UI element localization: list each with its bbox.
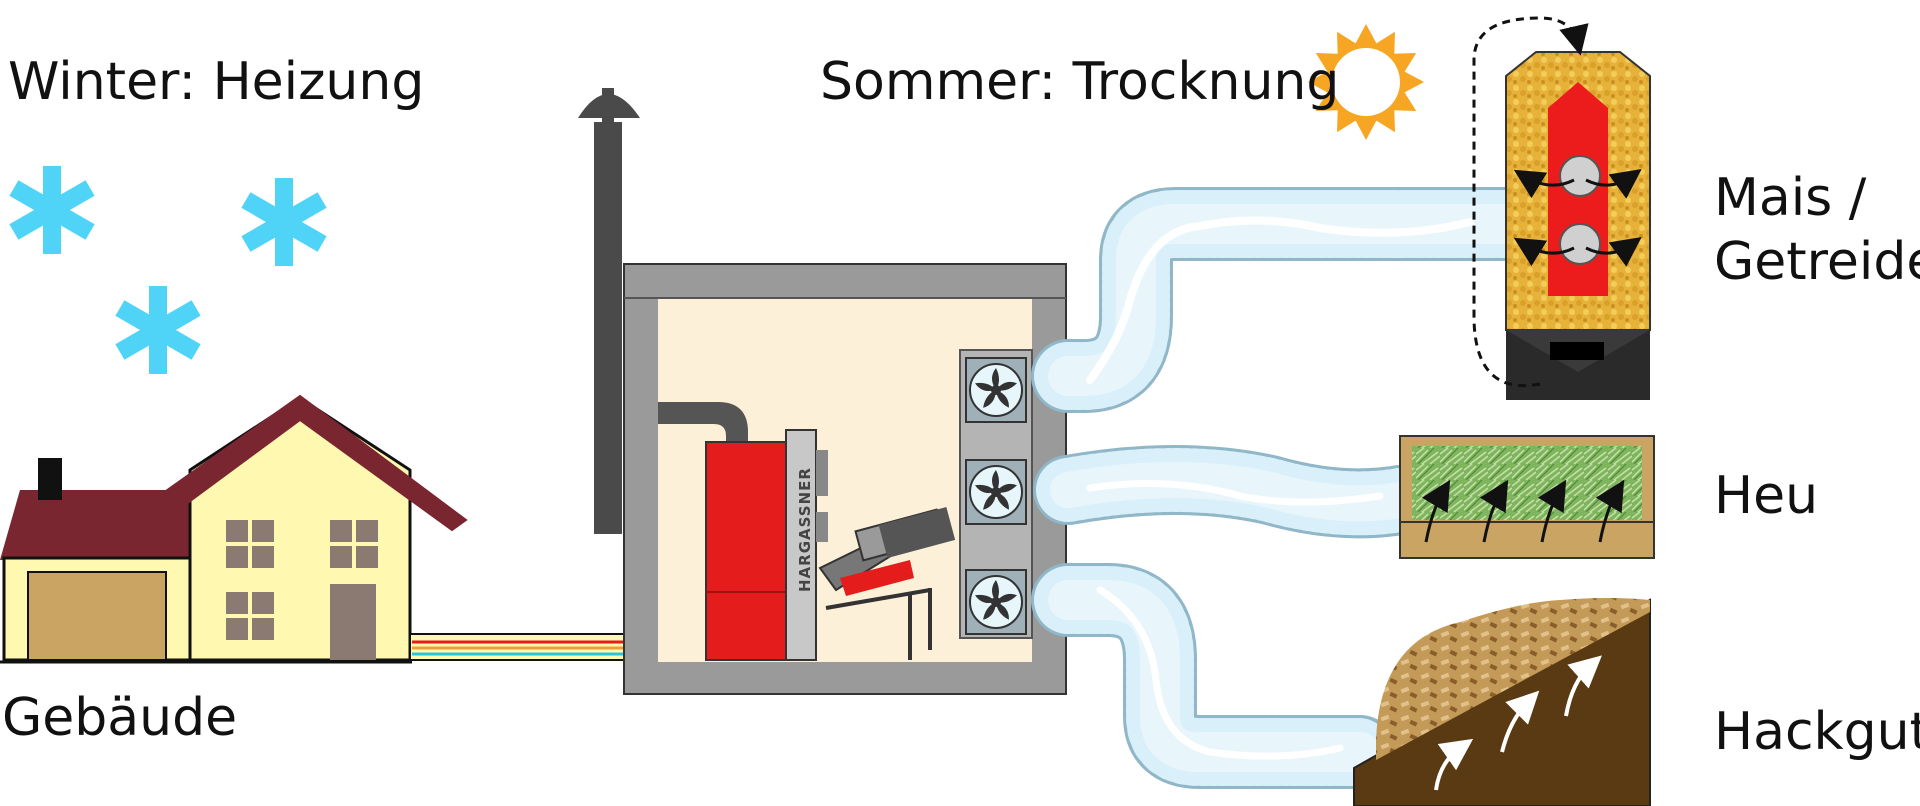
heu-label: Heu: [1714, 466, 1819, 526]
winter-heating-label: Winter: Heizung: [8, 52, 425, 112]
building-label: Gebäude: [2, 688, 238, 748]
fan-icon: [965, 357, 1027, 423]
fan-unit: [959, 349, 1033, 639]
hay-box: [1399, 435, 1655, 559]
air-ducts: [1031, 187, 1549, 789]
wood-chip-pile: [1353, 598, 1651, 806]
corn-silo: [1472, 16, 1651, 400]
fan-icon: [965, 459, 1027, 525]
boiler: HARGASSNER: [705, 429, 956, 661]
snowflakes: [9, 166, 327, 374]
boiler-brand-label: HARGASSNER: [796, 467, 814, 592]
building: [0, 394, 468, 664]
snowflake-icon: [9, 166, 95, 254]
chimney: [578, 88, 640, 534]
hackgut-label: Hackgut: [1714, 702, 1920, 762]
fan-icon: [965, 569, 1027, 635]
snowflake-icon: [115, 286, 201, 374]
sun-icon: [1308, 24, 1424, 140]
mais-label-line1: Mais /: [1714, 168, 1867, 228]
mais-label-line2: Getreide: [1714, 232, 1920, 292]
summer-drying-label: Sommer: Trocknung: [820, 52, 1340, 112]
snowflake-icon: [241, 178, 327, 266]
